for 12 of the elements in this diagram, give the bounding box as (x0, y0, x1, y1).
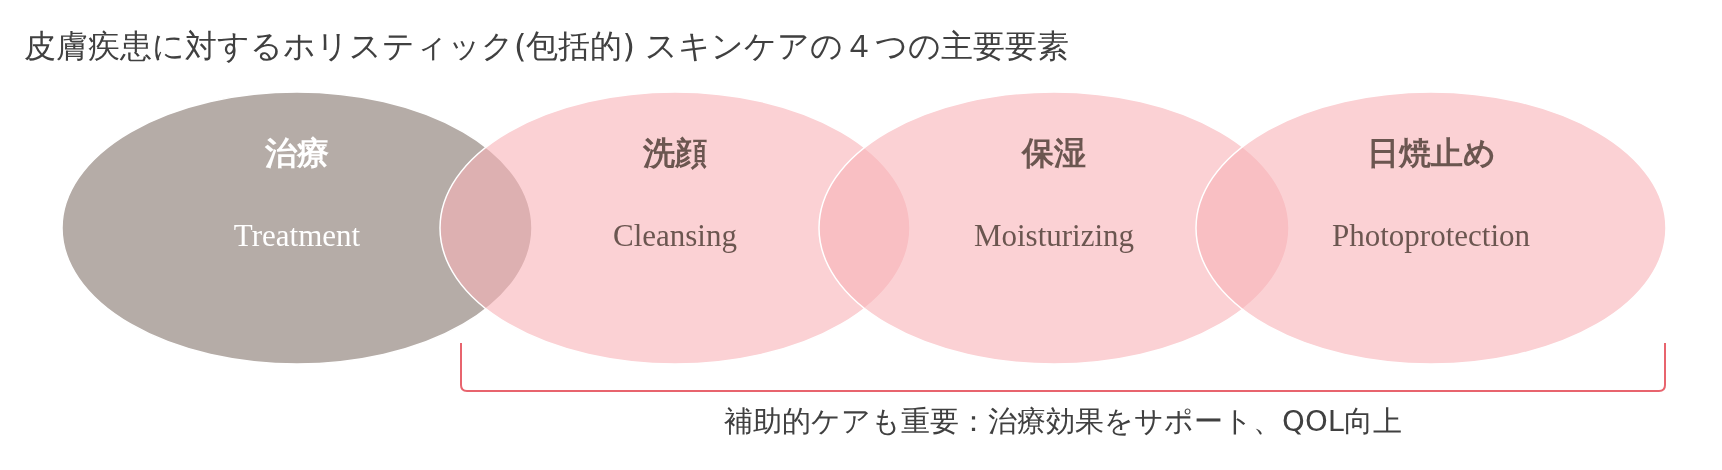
title: 皮膚疾患に対するホリスティック(包括的) スキンケアの４つの主要要素 (24, 26, 1070, 67)
subtitle: Cleansing (612, 217, 738, 255)
subtitle: Photoprotection (1330, 217, 1531, 255)
ellipse (61, 91, 533, 365)
heading: 治療 (264, 133, 330, 174)
heading: 日焼止め (1365, 133, 1497, 174)
ellipse (1195, 91, 1667, 365)
heading: 洗顔 (642, 133, 708, 174)
heading: 保湿 (1020, 133, 1087, 174)
subtitle: Treatment (232, 217, 362, 255)
subtitle: Moisturizing (972, 217, 1136, 255)
bracket-label: 補助的ケアも重要：治療効果をサポート、QOL向上 (723, 403, 1403, 440)
